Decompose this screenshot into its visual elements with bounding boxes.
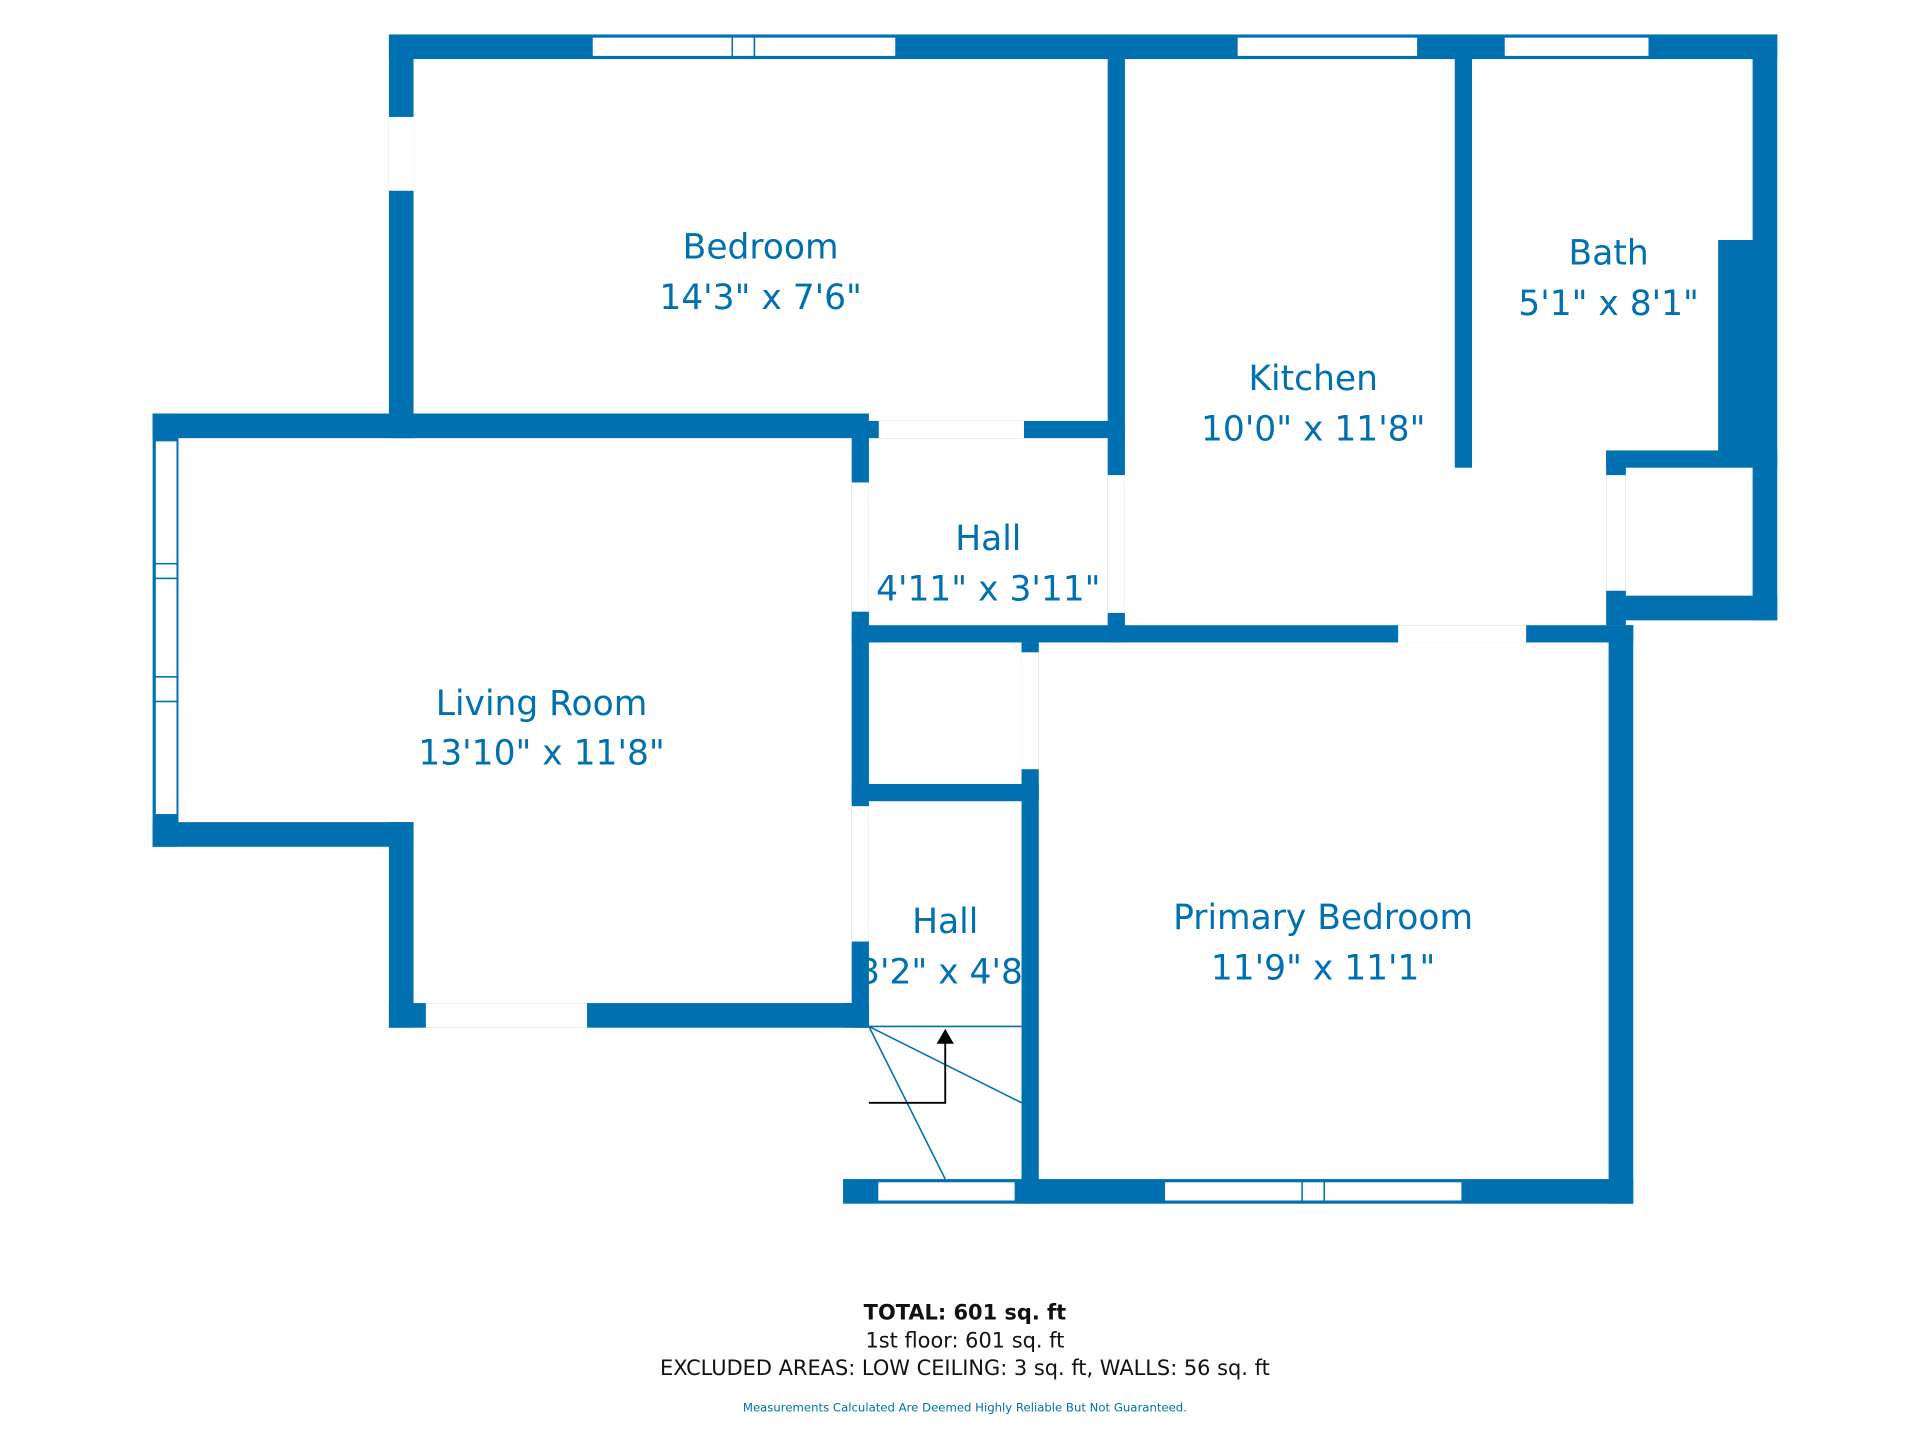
room-dimensions: 14'3" x 7'6" [659,278,862,318]
room-dimensions: 11'9" x 11'1" [1211,949,1435,989]
wall [1608,595,1778,621]
window [154,676,178,703]
opening [425,1003,588,1028]
wall [1454,34,1472,468]
wall [1752,34,1778,621]
wall [1608,625,1634,1204]
excluded-areas: EXCLUDED AREAS: LOW CEILING: 3 sq. ft, W… [660,1356,1270,1380]
opening [1021,652,1039,770]
room-dimensions: 4'11" x 3'11" [876,570,1100,610]
wall [851,784,1039,802]
total-area: TOTAL: 601 sq. ft [864,1300,1066,1324]
opening [851,482,869,612]
floor-area: 1st floor: 601 sq. ft [865,1329,1064,1353]
window [753,36,897,58]
window [876,1180,1017,1202]
stair-arrow [868,1041,947,1104]
window [154,562,178,580]
opening [878,420,1024,439]
wall [843,1003,869,1028]
opening [1606,475,1626,591]
room-dimensions: 5'1" x 8'1" [1518,284,1699,324]
window [1236,36,1419,58]
room-name: Bath [1569,234,1649,274]
arrow-up-icon [936,1028,954,1044]
wall [152,413,869,439]
window [1323,1180,1463,1202]
window [1163,1180,1303,1202]
opening [1107,475,1125,613]
window [731,36,756,58]
room-labels: Bedroom 14'3" x 7'6" Kitchen 10'0" x 11'… [418,227,1699,992]
windows [154,36,1650,1202]
wall [1718,240,1756,452]
wall [1606,450,1778,468]
room-name: Hall [912,902,978,942]
window [1301,1180,1326,1202]
opening [388,116,414,191]
room-dimensions: 13'10" x 11'8" [418,733,664,773]
stairs [868,1025,1022,1180]
area-summary: TOTAL: 601 sq. ft 1st floor: 601 sq. ft … [660,1300,1270,1414]
room-name: Bedroom [683,227,839,267]
room-dimensions: 3'2" x 4'8' [858,952,1032,992]
opening [1398,625,1527,643]
room-dimensions: 10'0" x 11'8" [1201,410,1425,450]
room-name: Kitchen [1248,359,1378,399]
walls [152,34,1778,1204]
disclaimer: Measurements Calculated Are Deemed Highl… [743,1401,1187,1415]
window [154,577,178,678]
window [1503,36,1650,58]
wall [388,822,414,1028]
window [154,700,178,816]
room-name: Primary Bedroom [1173,898,1473,938]
room-name: Hall [955,519,1021,559]
room-name: Living Room [436,684,647,724]
window [154,439,178,565]
wall [1021,642,1039,1204]
wall [388,34,414,439]
wall [152,822,414,847]
opening [851,806,869,942]
window [591,36,734,58]
